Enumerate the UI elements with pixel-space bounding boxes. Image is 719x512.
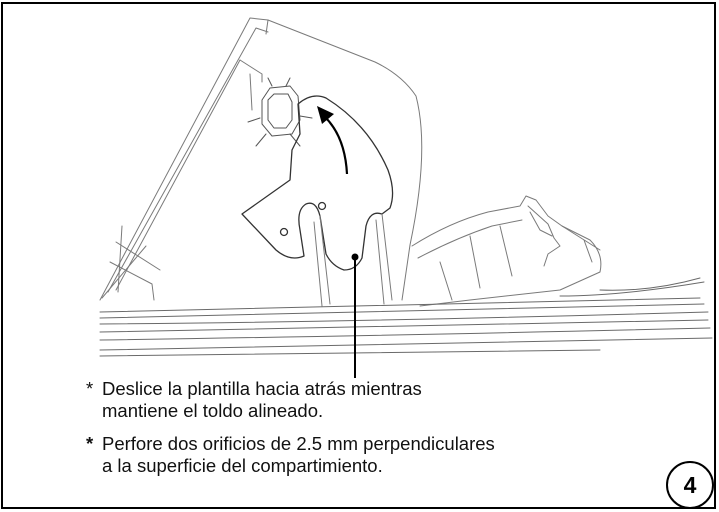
note-line: mantiene el toldo alineado. xyxy=(102,400,324,421)
instruction-note-slide: * Deslice la plantilla hacia atrás mientr… xyxy=(86,378,422,422)
template-plate xyxy=(241,95,394,271)
latch-assembly xyxy=(411,195,602,307)
visor-housing xyxy=(99,17,423,301)
step-number-badge: 4 xyxy=(666,461,714,509)
slide-back-arrow-icon xyxy=(317,106,349,175)
callout-leader xyxy=(351,253,359,378)
roof-rail xyxy=(99,277,713,357)
note-line: Perfore dos orificios de 2.5 mm perpendi… xyxy=(102,433,495,454)
bullet-marker: * xyxy=(86,378,94,399)
note-line: a la superficie del compartimiento. xyxy=(102,455,383,476)
mounting-posts xyxy=(313,213,393,307)
instruction-note-drill: * Perfore dos orificios de 2.5 mm perpend… xyxy=(86,433,495,477)
note-line: Deslice la plantilla hacia atrás mientra… xyxy=(102,378,422,399)
pivot-bracket xyxy=(247,77,313,147)
bullet-marker: * xyxy=(86,433,94,454)
